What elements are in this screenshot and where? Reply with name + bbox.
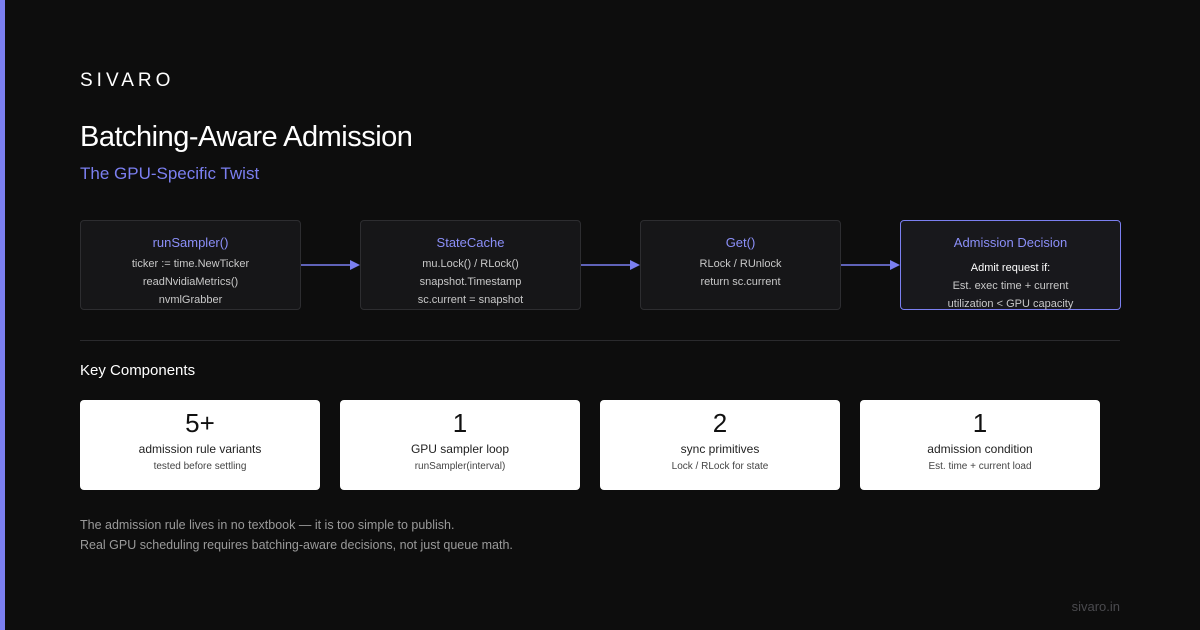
key-components-heading: Key Components — [80, 362, 196, 379]
brand-logo: SIVARO — [80, 70, 175, 91]
footnote-line-1: The admission rule lives in no textbook … — [80, 518, 455, 532]
node-line: snapshot.Timestamp — [419, 276, 522, 288]
stat-label: GPU sampler loop — [410, 442, 510, 456]
node-line: readNvidiaMetrics() — [142, 276, 239, 288]
node-line: RLock / RUnlock — [699, 258, 782, 270]
stat-card: 2 sync primitives Lock / RLock for state — [600, 400, 840, 490]
stat-sub: Est. time + current load — [928, 461, 1032, 472]
node-line: Est. exec time + current — [952, 280, 1069, 292]
stat-value: 1 — [972, 408, 988, 438]
footnote-line-2: Real GPU scheduling requires batching-aw… — [80, 538, 513, 552]
stat-label: admission rule variants — [138, 442, 262, 456]
stat-card: 1 admission condition Est. time + curren… — [860, 400, 1100, 490]
node-line: return sc.current — [700, 276, 781, 288]
node-title: runSampler() — [152, 235, 229, 250]
flow-node-admission-decision: Admission Decision Admit request if: Est… — [900, 220, 1121, 310]
stat-sub: Lock / RLock for state — [671, 461, 769, 472]
node-line: Admit request if: — [970, 262, 1051, 274]
node-title: Admission Decision — [953, 235, 1068, 250]
flow-node-get: Get() RLock / RUnlock return sc.current — [640, 220, 841, 310]
stat-label: sync primitives — [680, 442, 760, 456]
stat-card: 5+ admission rule variants tested before… — [80, 400, 320, 490]
accent-bar — [0, 0, 5, 630]
node-title: Get() — [725, 235, 756, 250]
node-line: sc.current = snapshot — [417, 294, 524, 306]
node-title: StateCache — [436, 235, 505, 250]
stat-sub: runSampler(interval) — [414, 461, 506, 472]
flow-node-run-sampler: runSampler() ticker := time.NewTicker re… — [80, 220, 301, 310]
stat-value: 2 — [712, 408, 728, 438]
section-divider — [80, 340, 1120, 341]
page-subtitle: The GPU-Specific Twist — [80, 164, 260, 183]
node-line: mu.Lock() / RLock() — [422, 258, 519, 270]
page-title: Batching-Aware Admission — [80, 121, 413, 153]
stat-value: 5+ — [185, 408, 215, 438]
stat-label: admission condition — [927, 442, 1033, 456]
stat-card: 1 GPU sampler loop runSampler(interval) — [340, 400, 580, 490]
node-line: ticker := time.NewTicker — [131, 258, 250, 270]
site-url: sivaro.in — [1071, 599, 1120, 614]
stat-sub: tested before settling — [153, 461, 247, 472]
flow-node-state-cache: StateCache mu.Lock() / RLock() snapshot.… — [360, 220, 581, 310]
node-line: nvmlGrabber — [158, 294, 223, 306]
node-line: utilization < GPU capacity — [947, 298, 1074, 310]
stat-value: 1 — [452, 408, 468, 438]
